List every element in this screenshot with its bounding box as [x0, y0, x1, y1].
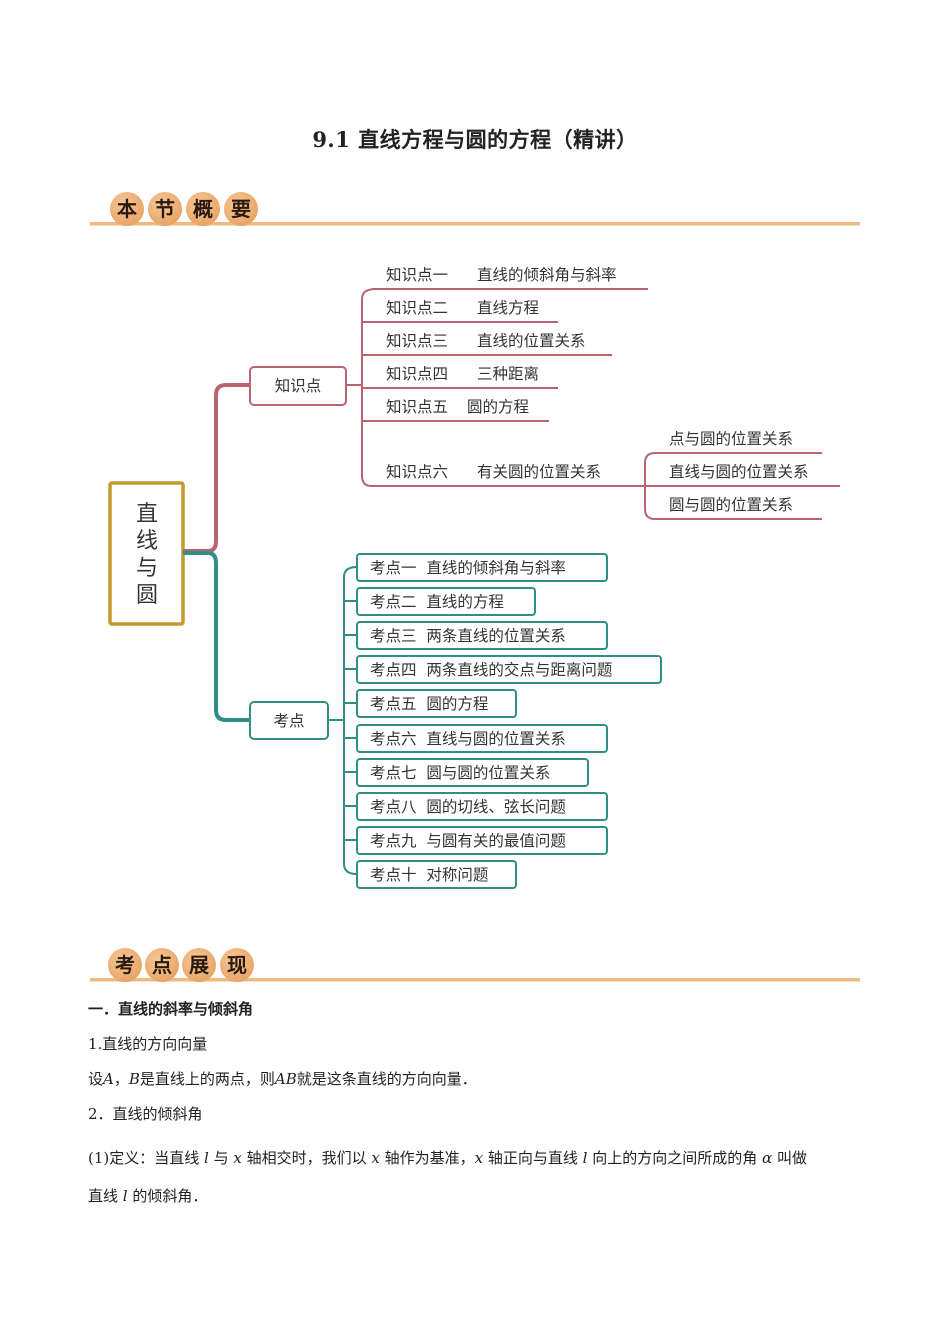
- text: 轴相交时，我们以: [241, 1149, 372, 1167]
- exam-point-box: [356, 587, 536, 616]
- knowledge-num: 知识点六: [386, 463, 448, 481]
- branch2-label: 考点: [273, 712, 304, 730]
- exam-point-box: [356, 826, 608, 855]
- exam-point-label: 考点九 与圆有关的最值问题: [370, 832, 566, 850]
- exam-point-box: [356, 655, 662, 684]
- branch1-connector: [183, 383, 250, 553]
- knowledge-text: 三种距离: [477, 365, 539, 383]
- section-heading: 一．直线的斜率与倾斜角: [88, 1000, 254, 1018]
- knowledge-text: 有关圆的位置关系: [477, 463, 601, 481]
- header-badge: 概: [186, 192, 220, 226]
- text: 轴作为基准，: [379, 1149, 475, 1167]
- mind-map: 直 线 与 圆 知识点 知识点一 直线的倾斜角与斜率 知识点二 直线方程 知识点…: [108, 266, 840, 889]
- subheading: 2．直线的倾斜角: [88, 1105, 203, 1123]
- exam-point-label: 考点三 两条直线的位置关系: [370, 627, 566, 645]
- knowledge-item: 知识点四 三种距离: [386, 365, 539, 383]
- math-var: x: [474, 1149, 484, 1167]
- exam-point-label: 考点五 圆的方程: [370, 695, 488, 713]
- header-badge: 现: [220, 948, 254, 982]
- header-badge: 节: [148, 192, 182, 226]
- exam-point-label: 考点二 直线的方程: [370, 593, 504, 611]
- text: 就是这条直线的方向向量．: [296, 1070, 477, 1088]
- header-badge: 考: [108, 948, 142, 982]
- text: 向上的方向之间所成的角: [587, 1149, 763, 1167]
- math-var: α: [762, 1149, 773, 1167]
- exam-point-box: [356, 758, 589, 787]
- knowledge-num: 知识点二: [386, 299, 448, 317]
- paragraph: (1)定义：当直线 l 与 x 轴相交时，我们以 x 轴作为基准，x 轴正向与直…: [88, 1139, 868, 1215]
- text: 是直线上的两点，则: [139, 1070, 275, 1088]
- exam-point-label: 考点七 圆与圆的位置关系: [370, 764, 550, 782]
- header-badge: 要: [224, 192, 258, 226]
- math-var: l: [122, 1187, 128, 1205]
- root-char: 与: [136, 556, 158, 581]
- knowledge-item: 知识点一 直线的倾斜角与斜率: [386, 266, 617, 284]
- exam-point-label: 考点六 直线与圆的位置关系: [370, 730, 566, 748]
- text: 轴正向与直线: [483, 1149, 583, 1167]
- knowledge-num: 知识点五: [386, 398, 448, 416]
- branch2-spine: [343, 566, 358, 875]
- knowledge-num: 知识点四: [386, 365, 448, 383]
- knowledge-item: 知识点三 直线的位置关系: [386, 332, 586, 350]
- section-header-overview: 本 节 概 要: [90, 186, 860, 236]
- text: (1)定义：当直线: [88, 1149, 205, 1167]
- exam-point-label: 考点十 对称问题: [370, 866, 488, 884]
- knowledge-text: 圆的方程: [467, 398, 529, 416]
- text: 与: [208, 1149, 234, 1167]
- knowledge-item: 知识点六 有关圆的位置关系: [386, 463, 601, 481]
- header-rule: [90, 222, 860, 226]
- knowledge-item: 知识点五 圆的方程: [386, 398, 529, 416]
- exam-point-box: [356, 860, 517, 889]
- subheading: 1.直线的方向向量: [88, 1035, 208, 1053]
- text: 直线: [88, 1187, 123, 1205]
- branch1-label: 知识点: [275, 377, 322, 395]
- knowledge-num: 知识点三: [386, 332, 448, 350]
- knowledge-text: 直线方程: [477, 299, 539, 317]
- math-var: x: [233, 1149, 242, 1167]
- sub-item: 点与圆的位置关系: [669, 430, 793, 448]
- text: 的倾斜角．: [127, 1187, 208, 1205]
- header-badge: 点: [145, 948, 179, 982]
- paragraph: 设A，B是直线上的两点，则AB就是这条直线的方向向量．: [88, 1068, 868, 1090]
- text: 叫做: [772, 1149, 807, 1167]
- math-var: x: [371, 1149, 380, 1167]
- exam-point-box: [356, 724, 608, 753]
- exam-point-label: 考点八 圆的切线、弦长问题: [370, 798, 566, 816]
- knowledge-item: 知识点二 直线方程: [386, 299, 539, 317]
- math-var: l: [582, 1149, 588, 1167]
- root-char: 线: [136, 529, 158, 554]
- root-char: 直: [136, 502, 158, 527]
- knowledge-text: 直线的倾斜角与斜率: [477, 266, 617, 284]
- exam-point-box: [356, 621, 608, 650]
- knowledge-text: 直线的位置关系: [477, 332, 586, 350]
- exam-point-label: 考点四 两条直线的交点与距离问题: [370, 661, 612, 679]
- exam-point-box: [356, 792, 608, 821]
- header-badge: 本: [110, 192, 144, 226]
- section-header-exam-points: 考 点 展 现: [90, 942, 860, 992]
- math-var: A: [103, 1070, 114, 1088]
- exam-point-box: [356, 689, 517, 718]
- branch1-spine: [361, 288, 378, 487]
- root-char: 圆: [136, 583, 158, 608]
- page-title: 9.1 直线方程与圆的方程（精讲）: [312, 127, 638, 152]
- text: 设: [88, 1070, 104, 1088]
- branch2-connector: [183, 551, 250, 722]
- exam-point-box: [356, 553, 608, 582]
- math-var: B: [128, 1070, 140, 1088]
- header-rule: [90, 978, 860, 982]
- math-var: AB: [274, 1070, 297, 1088]
- text: ，: [113, 1070, 129, 1088]
- math-var: l: [204, 1149, 209, 1167]
- branch2-ticks: [344, 600, 357, 841]
- sub-item: 圆与圆的位置关系: [669, 496, 793, 514]
- header-badge: 展: [182, 948, 216, 982]
- sub-item: 直线与圆的位置关系: [669, 463, 809, 481]
- knowledge-num: 知识点一: [386, 266, 448, 284]
- exam-point-label: 考点一 直线的倾斜角与斜率: [370, 559, 566, 577]
